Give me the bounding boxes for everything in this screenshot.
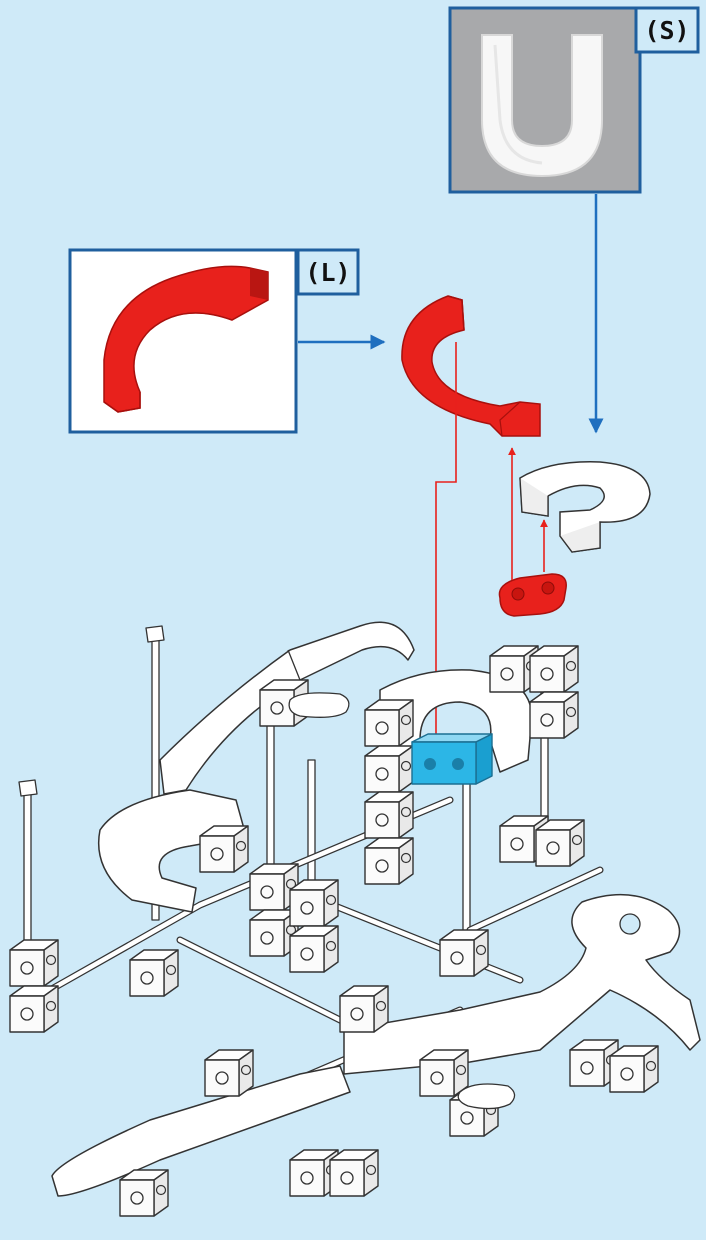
callout-label-small: (S) bbox=[644, 16, 689, 45]
callout-label-large: (L) bbox=[305, 258, 350, 287]
highlight-block bbox=[412, 734, 492, 784]
red-connector-icon bbox=[499, 574, 566, 616]
callout-small-part: (S) bbox=[450, 8, 698, 192]
white-u-turn-track bbox=[520, 462, 650, 552]
marble-run-assembly bbox=[10, 622, 700, 1216]
red-curve-track bbox=[402, 296, 540, 436]
